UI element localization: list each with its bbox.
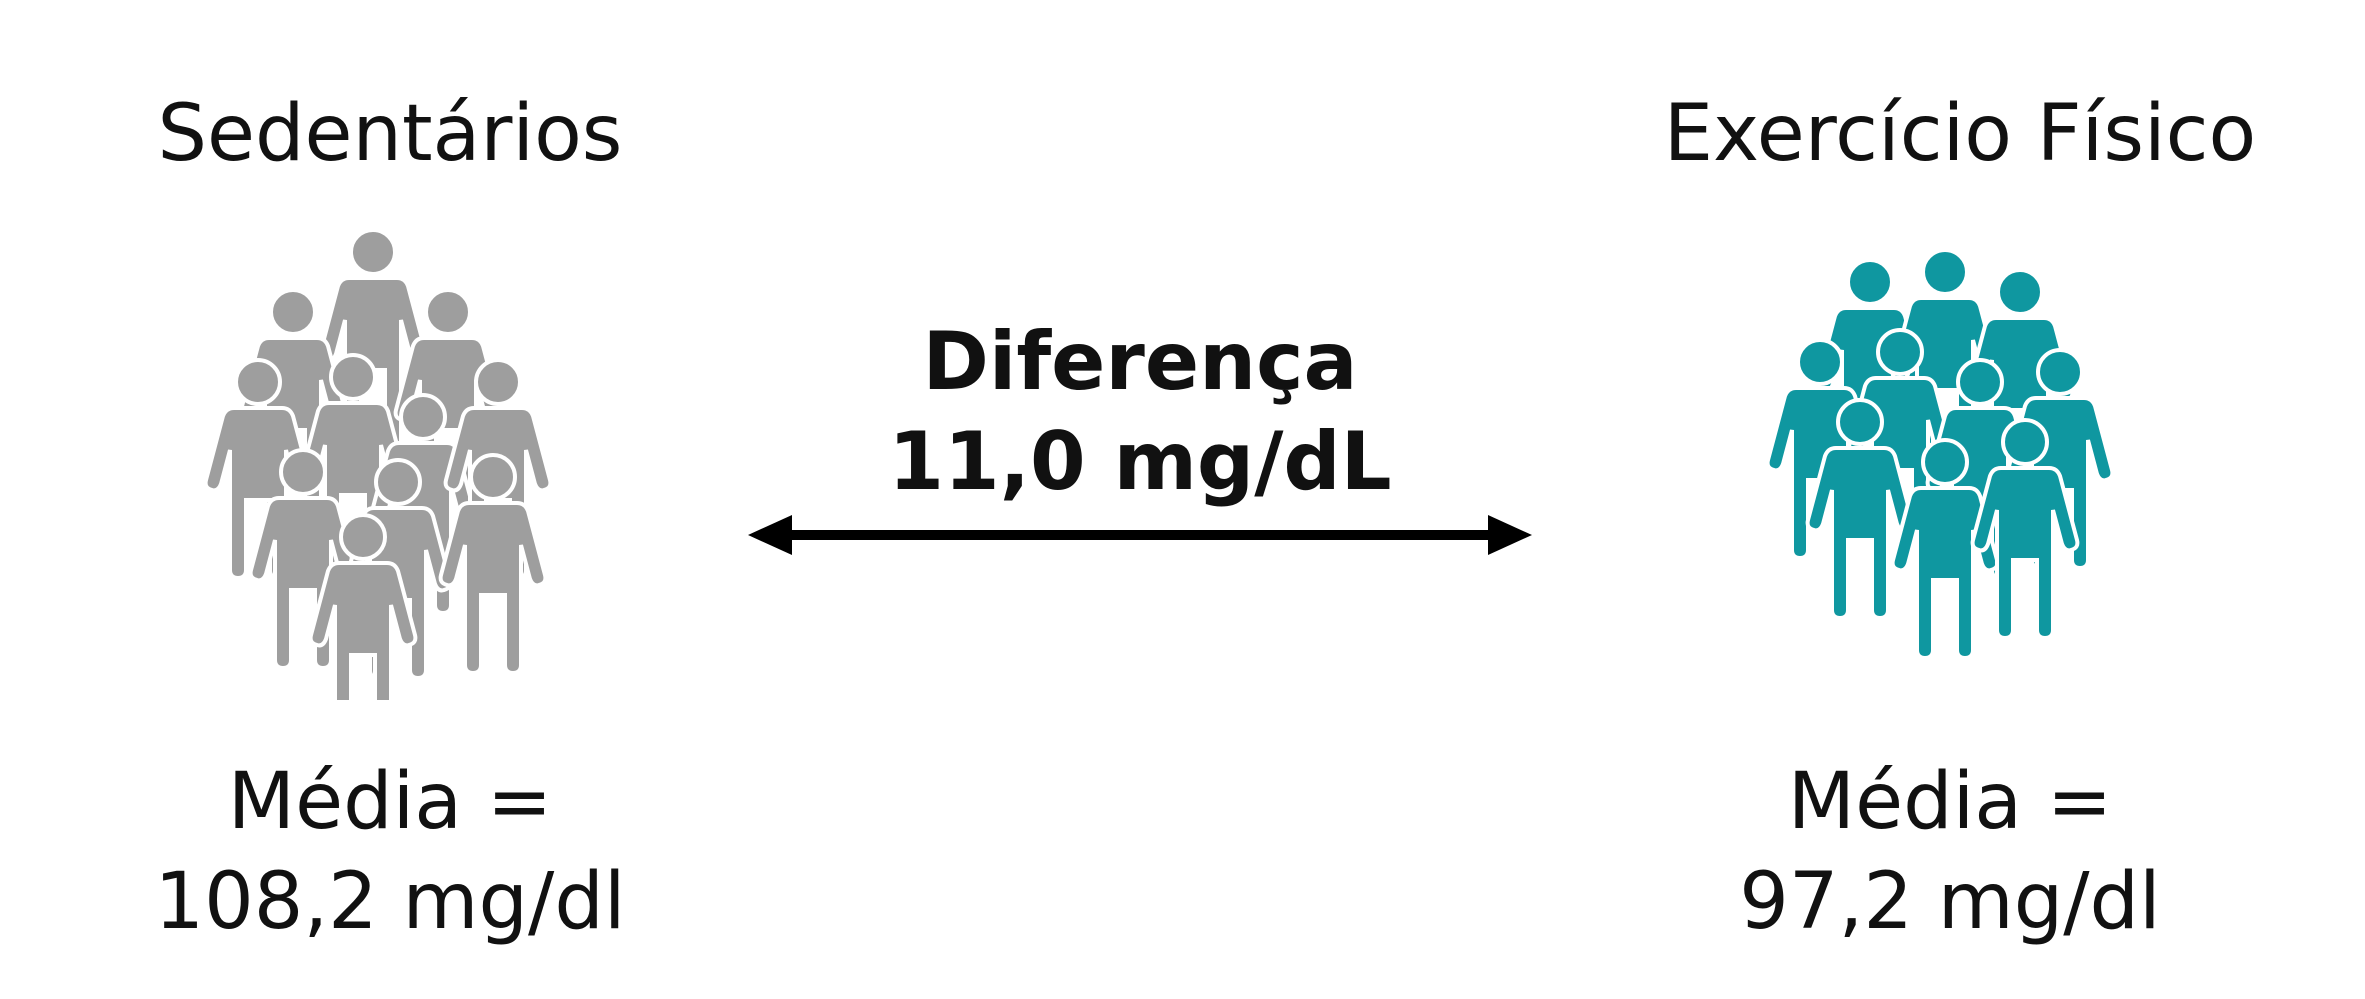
difference-label: Diferença: [922, 315, 1358, 408]
exercise-group-title: Exercício Físico: [1663, 89, 2257, 179]
sedentary-people-crowd-icon: [203, 228, 553, 700]
exercise-people-crowd-icon: [1765, 250, 2115, 660]
double-arrow-icon: [748, 515, 1532, 555]
sedentary-mean-label: Média =: [227, 757, 553, 847]
exercise-mean: Média = 97,2 mg/dl: [1660, 752, 2240, 952]
exercise-mean-value: 97,2 mg/dl: [1739, 857, 2161, 947]
sedentary-group-title: Sedentários: [157, 89, 623, 179]
difference-value: 11,0 mg/dL: [888, 415, 1392, 508]
sedentary-mean: Média = 108,2 mg/dl: [100, 752, 680, 952]
exercise-mean-label: Média =: [1787, 757, 2113, 847]
sedentary-mean-value: 108,2 mg/dl: [154, 857, 626, 947]
